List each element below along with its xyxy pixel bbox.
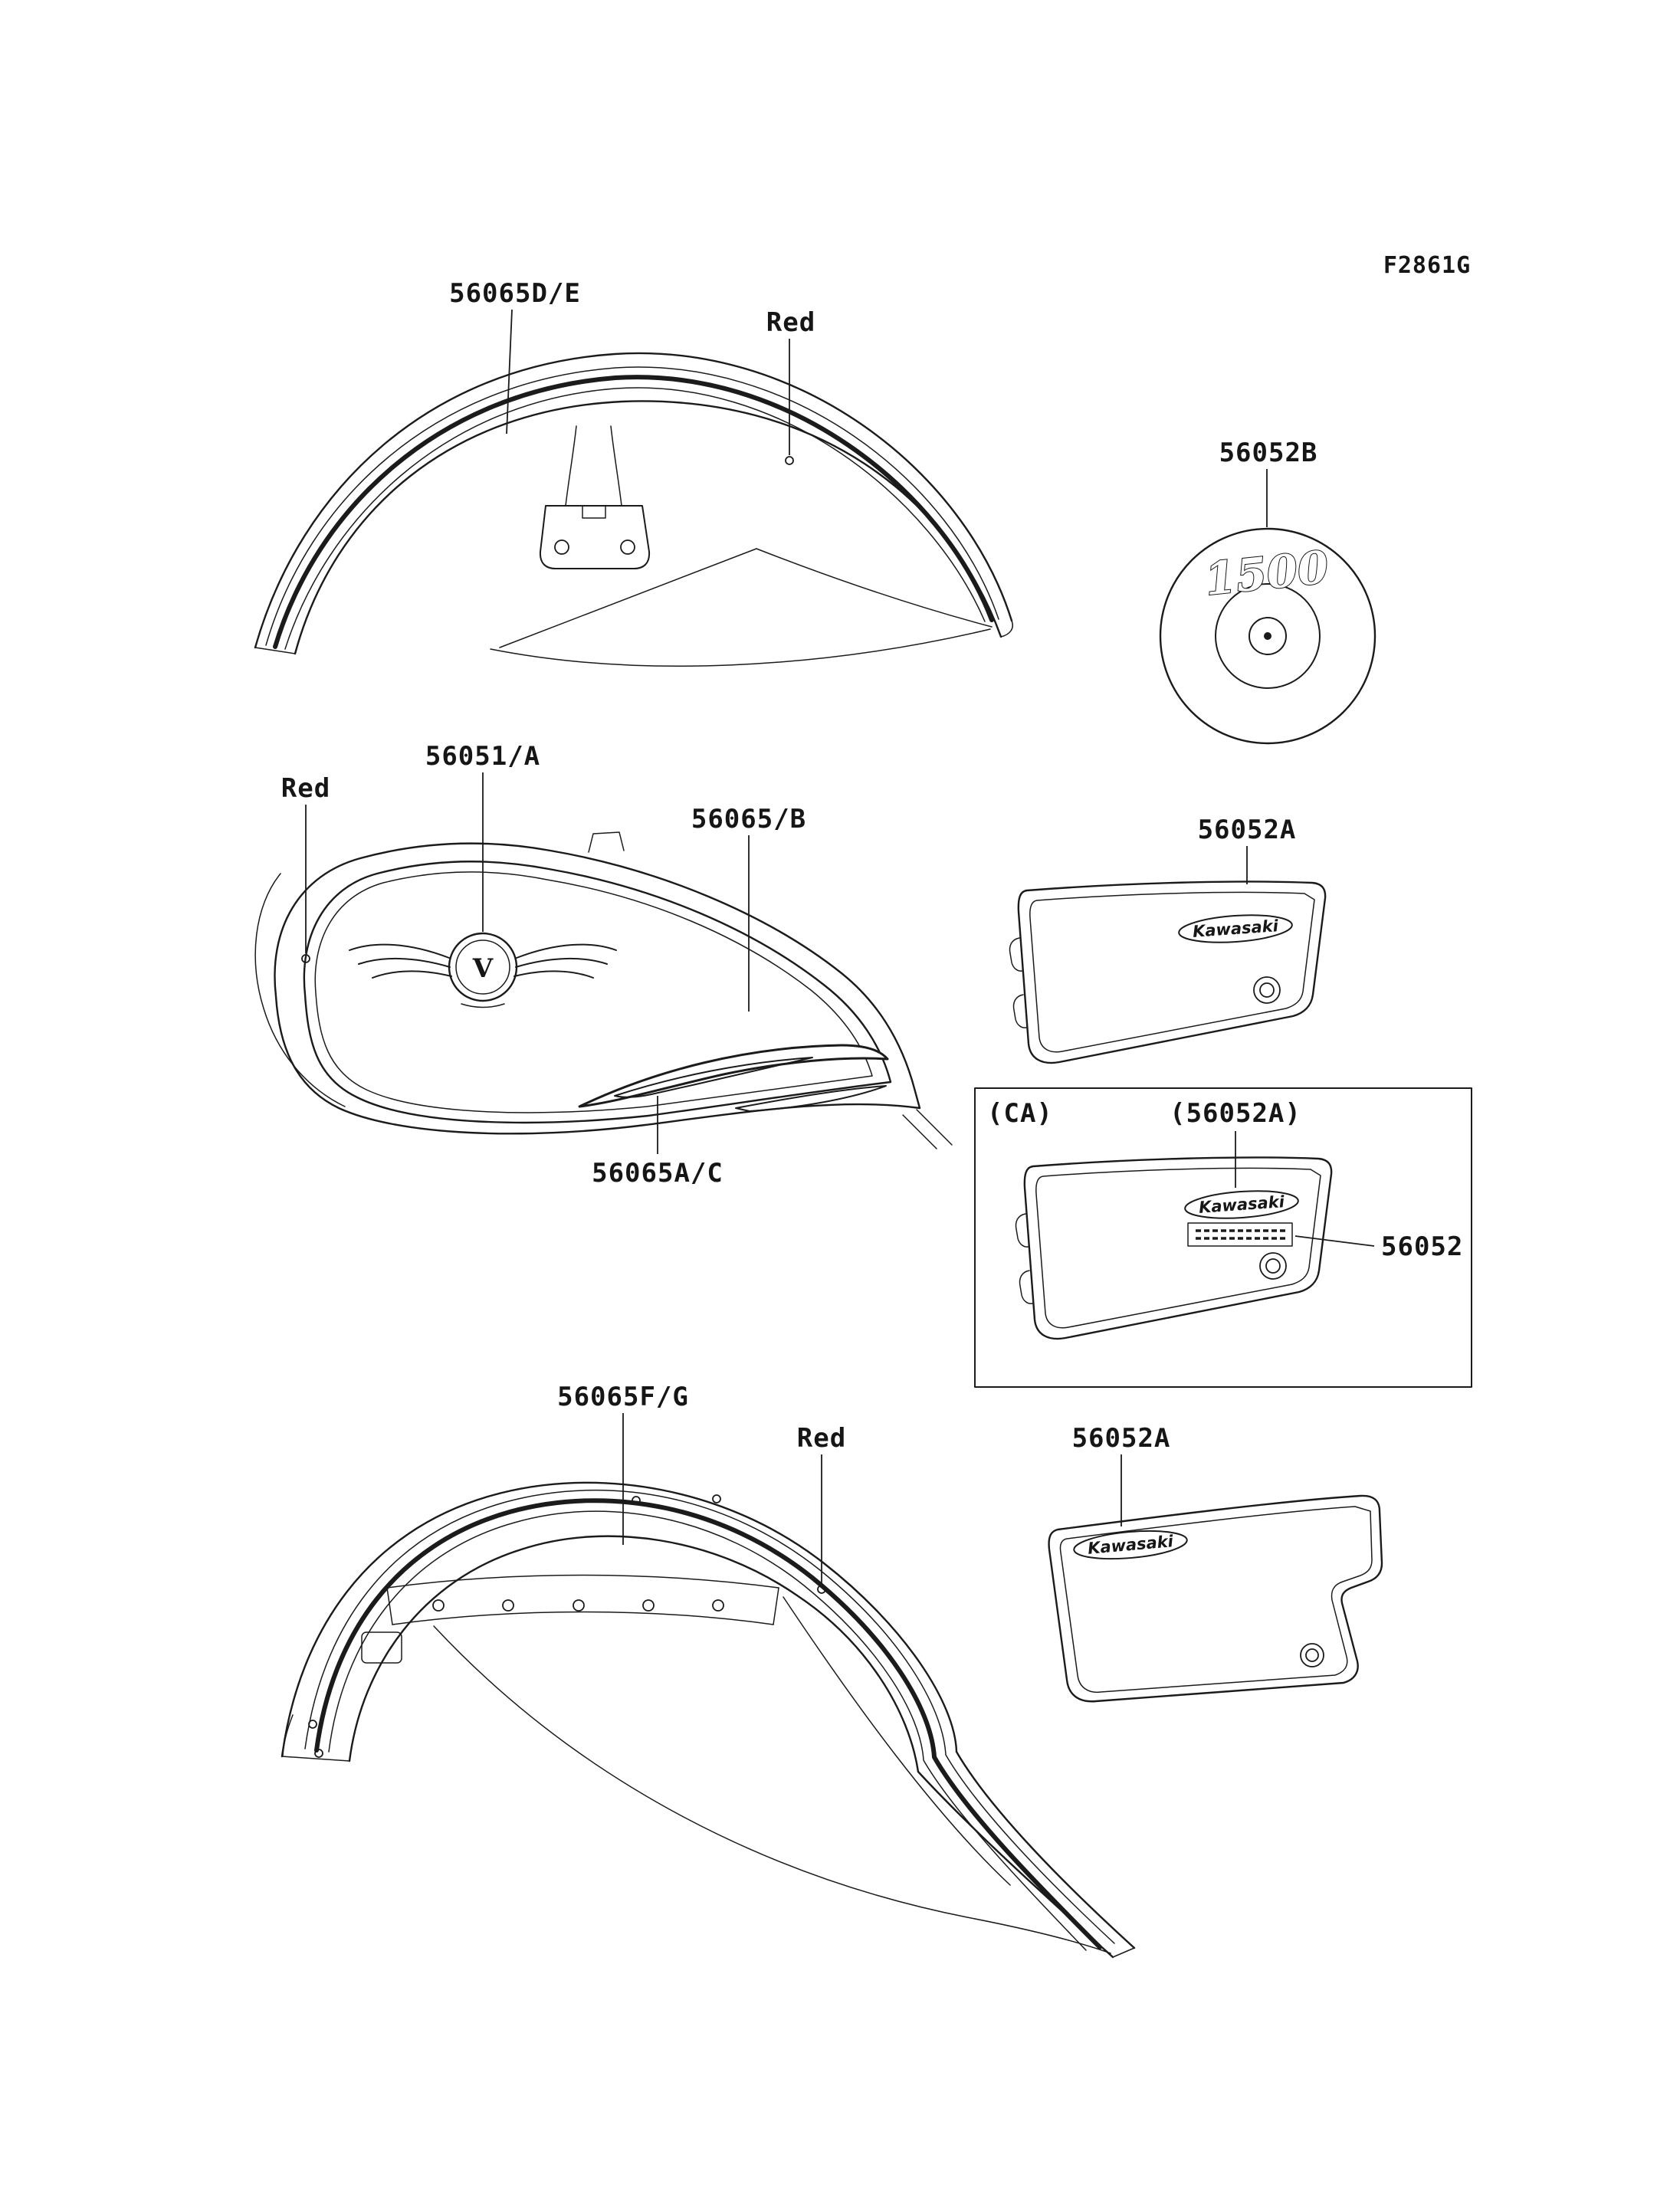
side-cover-left-drawing: Kawasaki [1048, 1494, 1383, 1703]
tank-badge-drawing: 1500 [1159, 527, 1376, 745]
part-label-rear-fender-decal: 56065F/G [557, 1382, 689, 1412]
v-wing-emblem: V [349, 932, 617, 1008]
part-label-tank-swoosh: 56065A/C [592, 1158, 724, 1189]
part-label-tank-emblem: 56051/A [425, 741, 540, 772]
ca-side-cover-label: (56052A) [1170, 1098, 1301, 1129]
part-label-tank-stripe: 56065/B [691, 804, 806, 835]
emissions-label [1187, 1222, 1293, 1247]
leader-lines [301, 309, 1375, 1594]
color-label-rear-fender: Red [797, 1423, 846, 1454]
side-cover-right-drawing: Kawasaki [1009, 880, 1327, 1064]
part-label-front-fender-decal: 56065D/E [449, 278, 581, 309]
badge-1500-text: 1500 [1203, 541, 1331, 606]
ca-region-label: (CA) [987, 1098, 1053, 1129]
part-labels: F2861G 56065D/E Red 56052B Red 56051/A 5… [281, 252, 1471, 1454]
part-label-side-cover-right: 56052A [1198, 815, 1297, 845]
color-label-tank: Red [281, 773, 330, 804]
front-fender-drawing [254, 352, 1013, 667]
color-label-front-fender: Red [766, 307, 815, 338]
part-label-tank-badge: 56052B [1219, 438, 1318, 468]
emblem-v-letter: V [472, 953, 494, 984]
part-label-ca-emission: 56052 [1381, 1231, 1463, 1262]
rear-fender-drawing [281, 1481, 1136, 1959]
part-label-side-cover-left: 56052A [1072, 1423, 1171, 1454]
diagram-code-label: F2861G [1383, 252, 1471, 279]
fuel-tank-drawing: V [254, 831, 953, 1149]
